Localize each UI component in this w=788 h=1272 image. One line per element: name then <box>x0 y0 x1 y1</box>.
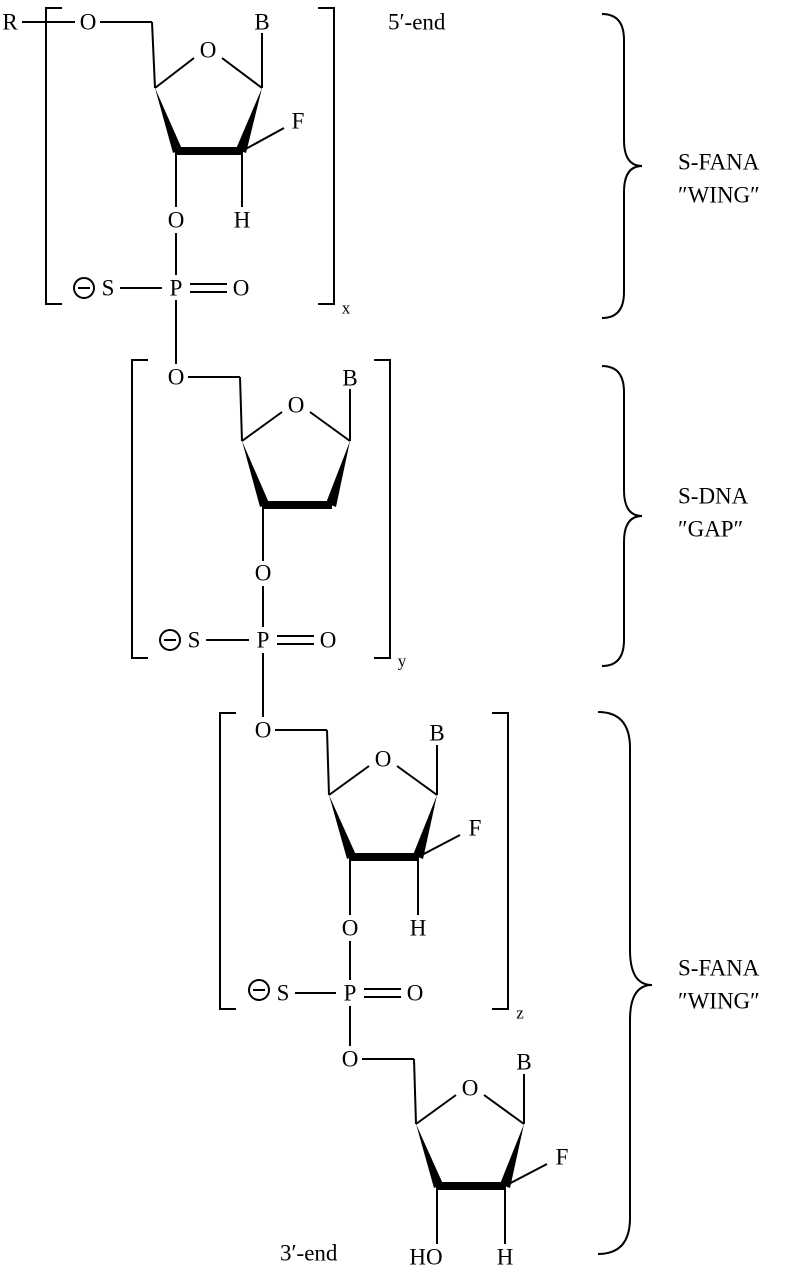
subscript-y: y <box>398 652 407 671</box>
base-label: B <box>342 366 357 391</box>
subscript-z: z <box>516 1004 524 1023</box>
o5-label: O <box>80 10 97 35</box>
bracket-open-z <box>220 713 236 1009</box>
fluorine-label: F <box>469 816 482 841</box>
phosphorus-label: P <box>257 628 270 653</box>
po-oxygen-label: O <box>233 276 250 301</box>
po-oxygen-label: O <box>320 628 337 653</box>
subscript-x: x <box>342 299 351 318</box>
sulfur-label: S <box>102 276 115 301</box>
bracket-close-y <box>374 360 390 658</box>
sulfur-label: S <box>277 981 290 1006</box>
ring-oxygen-label: O <box>462 1076 479 1101</box>
o3-label: O <box>342 916 359 941</box>
hydrogen-label: H <box>234 208 251 233</box>
phosphorus-label: P <box>170 276 183 301</box>
o5-label: O <box>342 1047 359 1072</box>
phosphorus-label: P <box>344 981 357 1006</box>
o3-label: O <box>168 208 185 233</box>
fana-unit-x: R O O B F H O P O S x 5′-end <box>2 8 446 318</box>
segment-bottom-line1: S-FANA <box>678 956 760 981</box>
three-prime-end-label: 3′-end <box>280 1241 338 1266</box>
r-group-label: R <box>2 10 18 35</box>
brace-middle-gap <box>602 366 642 666</box>
bracket-close-z <box>492 713 508 1009</box>
hydroxyl-label: HO <box>409 1245 442 1270</box>
five-prime-end-label: 5′-end <box>388 10 446 35</box>
bracket-open-y <box>132 360 148 658</box>
po-oxygen-label: O <box>407 981 424 1006</box>
terminal-fana-nucleotide: O O B F H HO 3′-end <box>280 1047 568 1270</box>
brace-bottom-wing <box>598 712 652 1254</box>
segment-bottom-line2: ″WING″ <box>678 989 760 1014</box>
hydrogen-label: H <box>497 1245 514 1270</box>
segment-middle-line1: S-DNA <box>678 484 749 509</box>
ring-oxygen-label: O <box>375 747 392 772</box>
segment-top-line1: S-FANA <box>678 150 760 175</box>
o5-label: O <box>255 718 272 743</box>
o3-label: O <box>255 561 272 586</box>
brace-top-wing <box>602 14 642 318</box>
segment-middle-line2: ″GAP″ <box>678 517 743 542</box>
ring-oxygen-label: O <box>288 393 305 418</box>
dna-unit-y: O O B O P O S y <box>132 360 407 671</box>
fana-unit-z: O O B F H O P O S z <box>220 713 524 1023</box>
sulfur-label: S <box>188 628 201 653</box>
base-label: B <box>429 721 444 746</box>
bracket-close-x <box>318 8 334 304</box>
fluorine-label: F <box>556 1145 569 1170</box>
base-label: B <box>516 1050 531 1075</box>
base-label: B <box>254 10 269 35</box>
ring-oxygen-label: O <box>200 38 217 63</box>
bracket-open-x <box>46 8 62 304</box>
hydrogen-label: H <box>410 916 427 941</box>
segment-top-line2: ″WING″ <box>678 183 760 208</box>
o5-label: O <box>168 365 185 390</box>
fluorine-label: F <box>292 109 305 134</box>
